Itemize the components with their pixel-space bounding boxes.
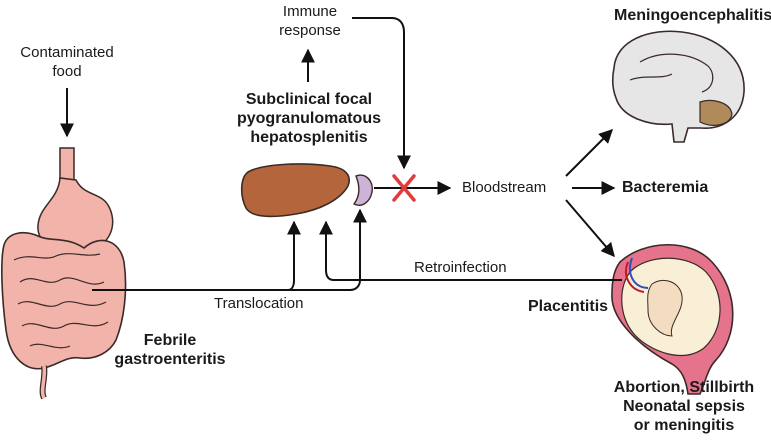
label-contaminated-food: Contaminated food <box>20 44 114 80</box>
label-febrile-gastroenteritis: Febrile gastroenteritis <box>114 332 226 368</box>
spleen-icon <box>352 174 373 206</box>
liver-icon <box>240 163 350 218</box>
label-meningoencephalitis: Meningoencephalitis <box>614 7 771 24</box>
arrows <box>60 17 622 291</box>
label-translocation: Translocation <box>214 295 304 312</box>
translocation-line-spleen <box>220 208 367 291</box>
label-retroinfection: Retroinfection <box>414 259 507 276</box>
blocked-x-icon <box>392 174 416 202</box>
label-immune-response: Immune response <box>279 3 341 39</box>
brain-icon <box>611 30 745 143</box>
retroinfection-line <box>319 220 622 281</box>
stomach-intestine-icon <box>1 147 127 400</box>
label-outcomes: Abortion, Stillbirth Neonatal sepsis or … <box>613 379 755 434</box>
label-bacteremia: Bacteremia <box>622 179 709 196</box>
arrow-immune-to-block <box>352 17 411 170</box>
label-hepatosplenitis: Subclinical focal pyogranulomatous hepat… <box>236 91 381 146</box>
label-bloodstream: Bloodstream <box>462 179 547 196</box>
arrow-to-placenta <box>565 199 615 258</box>
label-placentitis: Placentitis <box>528 298 609 315</box>
arrow-to-brain <box>565 129 613 177</box>
pregnant-uterus-icon <box>611 244 734 395</box>
